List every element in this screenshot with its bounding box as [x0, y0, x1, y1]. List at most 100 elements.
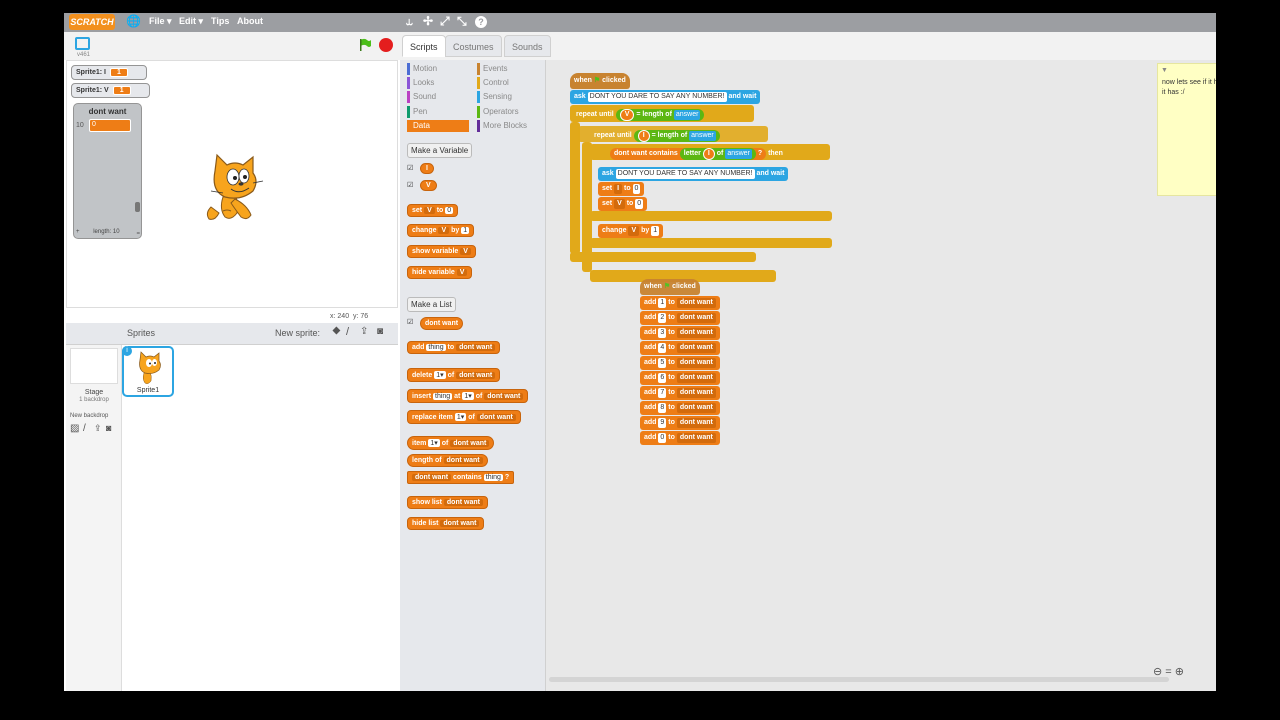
duplicate-icon[interactable]: ⥿ — [406, 14, 413, 28]
upload-icon[interactable]: ⇪ — [360, 326, 369, 337]
category-events[interactable]: Events — [477, 63, 507, 75]
zoom-reset-icon[interactable]: = — [1165, 666, 1172, 678]
scripts-area[interactable]: when ⚑ clicked ask DONT YOU DARE TO SAY … — [546, 60, 1216, 691]
make-list-button[interactable]: Make a List — [407, 297, 456, 312]
block-show-variable[interactable]: show variable V — [407, 245, 476, 258]
scratch-logo[interactable]: SCRATCH — [69, 14, 115, 30]
zoom-in-icon[interactable]: ⊕ — [1174, 666, 1184, 678]
block-set-v[interactable]: set V to 0 — [598, 197, 648, 211]
camera-icon[interactable]: ◙ — [377, 326, 384, 337]
list-item[interactable]: 0 — [89, 119, 131, 132]
zoom-out-icon[interactable]: ⊖ — [1153, 666, 1163, 678]
reporter-list-dont-want[interactable]: dont want — [420, 317, 464, 330]
block-set-i[interactable]: set I to 0 — [598, 182, 645, 196]
list-checkbox[interactable]: ☑ — [407, 319, 414, 326]
block-set-variable[interactable]: set V to 0 — [407, 204, 459, 217]
make-variable-button[interactable]: Make a Variable — [407, 143, 473, 158]
variable-checkbox-v[interactable]: ☑ — [407, 182, 414, 189]
category-pen[interactable]: Pen — [407, 106, 427, 118]
category-looks[interactable]: Looks — [407, 77, 434, 89]
block-add-1[interactable]: add 1 to dont want — [640, 296, 720, 310]
block-add-to-list[interactable]: add thing to dont want — [407, 341, 501, 354]
block-add-4[interactable]: add 4 to dont want — [640, 341, 720, 355]
block-replace-item[interactable]: replace item 1▾ of dont want — [407, 410, 521, 424]
block-delete-of-list[interactable]: delete 1▾ of dont want — [407, 368, 501, 382]
block-add-3[interactable]: add 3 to dont want — [640, 326, 720, 340]
cut-icon[interactable]: ✢ — [423, 14, 434, 28]
block-add-0[interactable]: add 0 to dont want — [640, 431, 720, 445]
add-item-icon[interactable]: + — [76, 229, 80, 235]
green-flag-icon: ⚑ — [593, 77, 601, 84]
block-palette: Motion Events Looks Control Sound Sensin… — [400, 60, 546, 691]
block-add-5[interactable]: add 5 to dont want — [640, 356, 720, 370]
upload-backdrop-icon[interactable]: ⇪ — [94, 423, 102, 433]
list-scrollbar[interactable] — [135, 202, 140, 212]
list-monitor[interactable]: dont want 10 0 + length: 10 = — [73, 103, 142, 239]
globe-icon[interactable]: 🌐 — [126, 14, 141, 28]
reporter-var-i[interactable]: I — [420, 163, 434, 174]
mouse-coordinates: x: 240 y: 76 — [330, 313, 369, 320]
info-icon[interactable]: i — [122, 346, 132, 356]
block-change-v[interactable]: change V by 1 — [598, 224, 664, 238]
list-index: 10 — [76, 122, 84, 129]
variable-checkbox-i[interactable]: ☑ — [407, 165, 414, 172]
menu-about[interactable]: About — [237, 16, 263, 26]
tab-costumes[interactable]: Costumes — [445, 35, 502, 57]
category-operators[interactable]: Operators — [477, 106, 519, 118]
new-backdrop-label: New backdrop — [70, 413, 109, 419]
stage-thumbnail[interactable] — [70, 348, 118, 384]
camera-backdrop-icon[interactable]: ◙ — [106, 423, 112, 433]
block-hide-list[interactable]: hide list dont want — [407, 517, 485, 530]
shrink-icon[interactable]: ⤡ — [457, 14, 467, 28]
category-more-blocks[interactable]: More Blocks — [477, 120, 527, 132]
tab-sounds[interactable]: Sounds — [504, 35, 551, 57]
sprites-title: Sprites — [127, 328, 156, 338]
comment-note[interactable]: ▼ now lets see if it has a bug. it has :… — [1157, 63, 1216, 196]
collapse-triangle-icon[interactable]: ▼ — [1161, 67, 1168, 74]
help-icon[interactable]: ? — [475, 16, 487, 28]
block-show-list[interactable]: show list dont want — [407, 496, 488, 509]
reporter-item-of-list[interactable]: item 1▾ of dont want — [407, 436, 495, 450]
choose-sprite-icon[interactable]: ⯁ — [332, 326, 341, 338]
block-add-8[interactable]: add 8 to dont want — [640, 401, 720, 415]
stop-icon[interactable] — [379, 38, 393, 52]
category-data[interactable]: Data — [407, 120, 469, 132]
tab-scripts[interactable]: Scripts — [402, 35, 446, 57]
category-sound[interactable]: Sound — [407, 91, 436, 103]
block-add-9[interactable]: add 9 to dont want — [640, 416, 720, 430]
resize-icon[interactable]: = — [136, 231, 140, 237]
reporter-length-of-list[interactable]: length of dont want — [407, 454, 488, 467]
green-flag-icon[interactable] — [358, 38, 372, 52]
block-add-6[interactable]: add 6 to dont want — [640, 371, 720, 385]
scratch-editor: SCRATCH 🌐 File ▾ Edit ▾ Tips About ⥿ ✢ ⤢… — [64, 13, 1216, 691]
horizontal-scrollbar[interactable] — [549, 677, 1169, 682]
paint-backdrop-icon[interactable]: / — [83, 423, 86, 434]
block-add-7[interactable]: add 7 to dont want — [640, 386, 720, 400]
scratch-cat-sprite[interactable] — [201, 151, 265, 223]
grow-icon[interactable]: ⤢ — [440, 14, 450, 28]
block-ask-and-wait-2[interactable]: ask DONT YOU DARE TO SAY ANY NUMBER! and… — [598, 167, 789, 181]
menu-file[interactable]: File ▾ — [149, 16, 172, 26]
menu-edit[interactable]: Edit ▾ — [179, 16, 204, 26]
menu-tips[interactable]: Tips — [211, 16, 230, 26]
block-add-2[interactable]: add 2 to dont want — [640, 311, 720, 325]
reporter-var-v[interactable]: V — [420, 180, 437, 191]
sprite-thumbnail-sprite1[interactable]: i Sprite1 — [122, 346, 174, 397]
block-insert-at-list[interactable]: insert thing at 1▾ of dont want — [407, 389, 529, 403]
category-motion[interactable]: Motion — [407, 63, 437, 75]
hat-when-flag-clicked-2[interactable]: when ⚑ clicked — [640, 279, 700, 295]
block-ask-and-wait[interactable]: ask DONT YOU DARE TO SAY ANY NUMBER! and… — [570, 90, 761, 104]
predicate-list-contains[interactable]: dont want contains thing ? — [407, 471, 515, 484]
category-sensing[interactable]: Sensing — [477, 91, 512, 103]
hat-when-flag-clicked[interactable]: when ⚑ clicked — [570, 73, 630, 89]
fullscreen-icon[interactable] — [75, 37, 90, 50]
block-hide-variable[interactable]: hide variable V — [407, 266, 473, 279]
category-control[interactable]: Control — [477, 77, 509, 89]
backdrop-library-icon[interactable]: ▨ — [70, 423, 80, 434]
paint-brush-icon[interactable]: / — [346, 326, 350, 338]
block-change-variable[interactable]: change V by 1 — [407, 224, 475, 237]
green-flag-icon: ⚑ — [663, 283, 671, 290]
